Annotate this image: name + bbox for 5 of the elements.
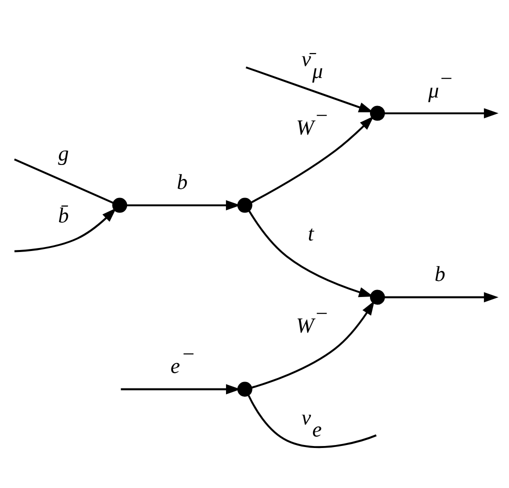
edge-label: g	[58, 140, 68, 165]
edge-label: b̄	[58, 202, 68, 227]
edge-label: t	[307, 221, 314, 246]
edge-label: b	[434, 262, 445, 286]
edge-label: b	[176, 170, 188, 194]
